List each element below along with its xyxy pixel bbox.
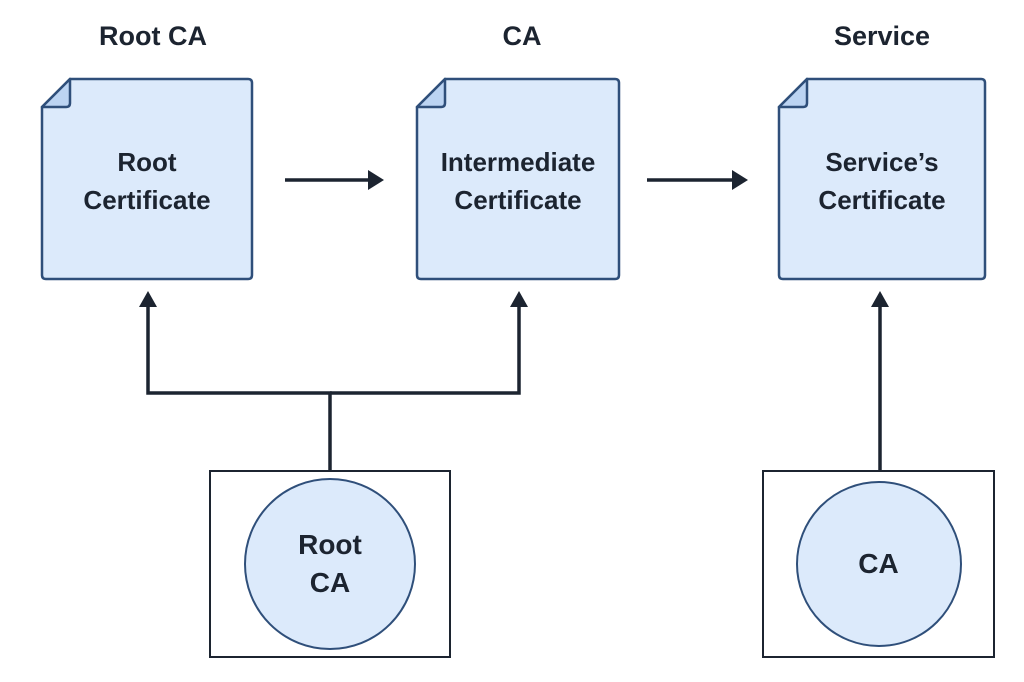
root-certificate-line-1: Root bbox=[117, 147, 177, 177]
ca-line-1: CA bbox=[858, 548, 899, 579]
intermediate-certificate-line-2: Certificate bbox=[454, 185, 582, 215]
service-certificate-line-1: Service’s bbox=[825, 147, 939, 177]
arrowhead-intermediate-to-service bbox=[732, 170, 748, 190]
arrowhead-root-to-intermediate bbox=[368, 170, 384, 190]
service-certificate: Service’s Certificate bbox=[777, 77, 987, 281]
document-icon bbox=[777, 77, 987, 281]
intermediate-certificate-line-1: Intermediate bbox=[440, 147, 596, 177]
document-icon bbox=[40, 77, 254, 281]
connector-root-ca-to-intermediate-cert bbox=[330, 306, 521, 395]
root-ca-holder: Root CA bbox=[209, 470, 451, 658]
column-title-root-ca: Root CA bbox=[99, 21, 207, 51]
ca-seal-icon: CA bbox=[795, 481, 962, 647]
service-certificate-line-2: Certificate bbox=[818, 185, 946, 215]
root-ca-seal-icon: Root CA bbox=[244, 478, 416, 650]
root-certificate: Root Certificate bbox=[40, 77, 254, 281]
arrowhead-root-ca-to-intermediate-cert bbox=[510, 291, 528, 307]
ca-holder: CA bbox=[762, 470, 995, 658]
column-title-service: Service bbox=[833, 21, 931, 51]
column-title-ca: CA bbox=[502, 21, 542, 51]
intermediate-certificate: Intermediate Certificate bbox=[415, 77, 621, 281]
arrowhead-root-ca-to-root-cert bbox=[139, 291, 157, 307]
root-ca-line-2: CA bbox=[309, 567, 351, 598]
root-certificate-line-2: Certificate bbox=[83, 185, 211, 215]
arrow-icon bbox=[139, 170, 889, 470]
connector-root-ca-to-root-cert bbox=[146, 306, 332, 470]
root-ca-line-1: Root bbox=[298, 529, 362, 560]
document-icon bbox=[415, 77, 621, 281]
arrowhead-ca-to-service-cert bbox=[871, 291, 889, 307]
